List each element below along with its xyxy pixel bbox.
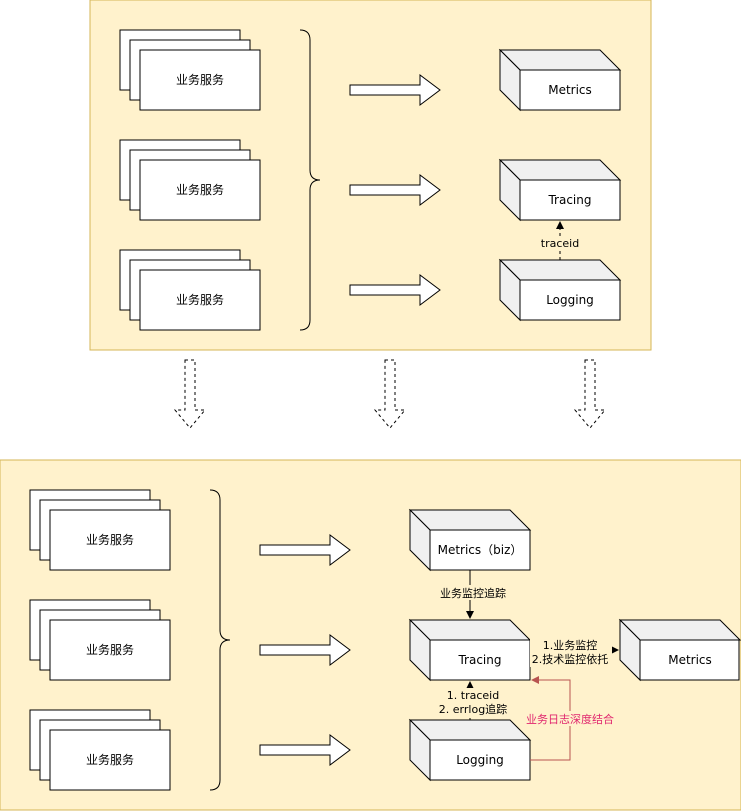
bottom-service-3: 业务服务 (29, 709, 171, 791)
edge-tracing-metrics-label-1: 1.业务监控 (543, 638, 598, 652)
bottom-arrow-2 (259, 634, 351, 666)
bottom-metrics-box: Metrics (618, 618, 741, 682)
top-brace (299, 29, 321, 331)
edge-biz-trace-label: 业务监控追踪 (440, 586, 506, 600)
top-service-1: 业务服务 (119, 29, 261, 111)
top-service-2-label: 业务服务 (176, 182, 224, 197)
top-arrow-1 (349, 74, 441, 106)
bottom-metrics-biz-box: Metrics（biz） (408, 508, 532, 572)
edge-tracing-metrics-label-2: 2.技术监控依托 (532, 652, 609, 666)
top-tracing-box: Tracing (498, 158, 622, 222)
bottom-metrics-biz-label: Metrics（biz） (438, 543, 523, 557)
top-metrics-label: Metrics (548, 83, 592, 97)
top-service-3-label: 业务服务 (176, 292, 224, 307)
top-service-1-label: 业务服务 (176, 72, 224, 87)
bottom-logging-box: Logging (408, 718, 532, 782)
bottom-tracing-box: Tracing (408, 618, 532, 682)
bottom-brace (209, 489, 231, 791)
bottom-service-2-label: 业务服务 (86, 642, 134, 657)
bottom-service-1-label: 业务服务 (86, 532, 134, 547)
bottom-metrics-label: Metrics (668, 653, 712, 667)
edge-deep-integration-label: 业务日志深度结合 (526, 712, 614, 726)
bottom-arrow-1 (259, 534, 351, 566)
transition-arrow-2 (373, 359, 407, 429)
top-arrow-3 (349, 274, 441, 306)
bottom-service-1: 业务服务 (29, 489, 171, 571)
top-traceid-label: traceid (541, 237, 579, 250)
bottom-tracing-label: Tracing (457, 653, 501, 667)
edge-logging-tracing-label-1: 1. traceid (447, 689, 499, 702)
top-arrow-2 (349, 174, 441, 206)
bottom-service-2: 业务服务 (29, 599, 171, 681)
top-logging-label: Logging (546, 293, 594, 307)
top-service-2: 业务服务 (119, 139, 261, 221)
top-metrics-box: Metrics (498, 48, 622, 112)
top-logging-box: Logging (498, 258, 622, 322)
bottom-arrow-3 (259, 734, 351, 766)
top-service-3: 业务服务 (119, 249, 261, 331)
transition-arrow-3 (573, 359, 607, 429)
bottom-logging-label: Logging (456, 753, 504, 767)
transition-arrow-1 (173, 359, 207, 429)
edge-logging-tracing-label-2: 2. errlog追踪 (439, 702, 507, 716)
top-tracing-label: Tracing (547, 193, 591, 207)
bottom-service-3-label: 业务服务 (86, 752, 134, 767)
